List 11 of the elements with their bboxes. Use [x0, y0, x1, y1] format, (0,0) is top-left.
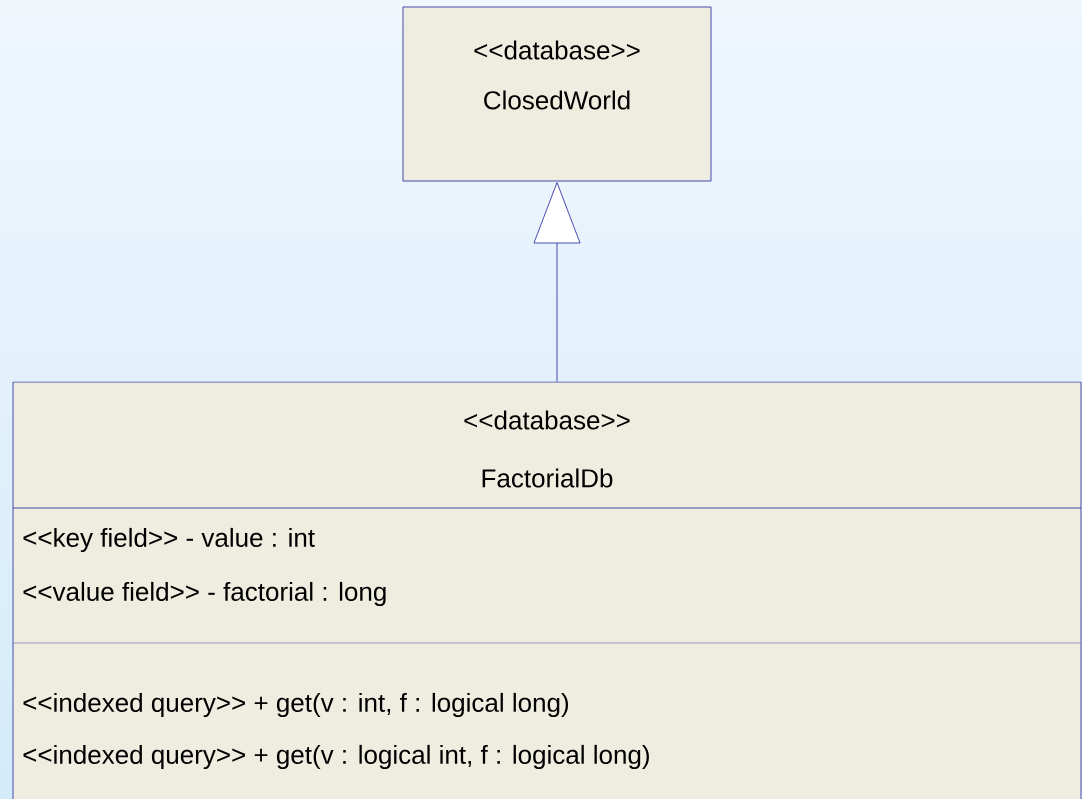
- member-text: <<key field>> - value : int: [23, 527, 315, 553]
- member-text: <<indexed query>> + get(v : int, f : logical long): [23, 692, 569, 718]
- member-text: <<value field>> - factorial : long: [23, 581, 386, 607]
- class-title: FactorialDb: [482, 468, 613, 488]
- generalization-arrow: [533, 182, 581, 382]
- class-box: [402, 6, 712, 182]
- member-text: <<indexed query>> + get(v : logical int, f : logical long): [23, 744, 649, 770]
- class-box: [12, 381, 1082, 799]
- class-title: <<database>>: [474, 40, 640, 60]
- class-title: <<database>>: [464, 410, 630, 430]
- class-title: ClosedWorld: [484, 90, 630, 110]
